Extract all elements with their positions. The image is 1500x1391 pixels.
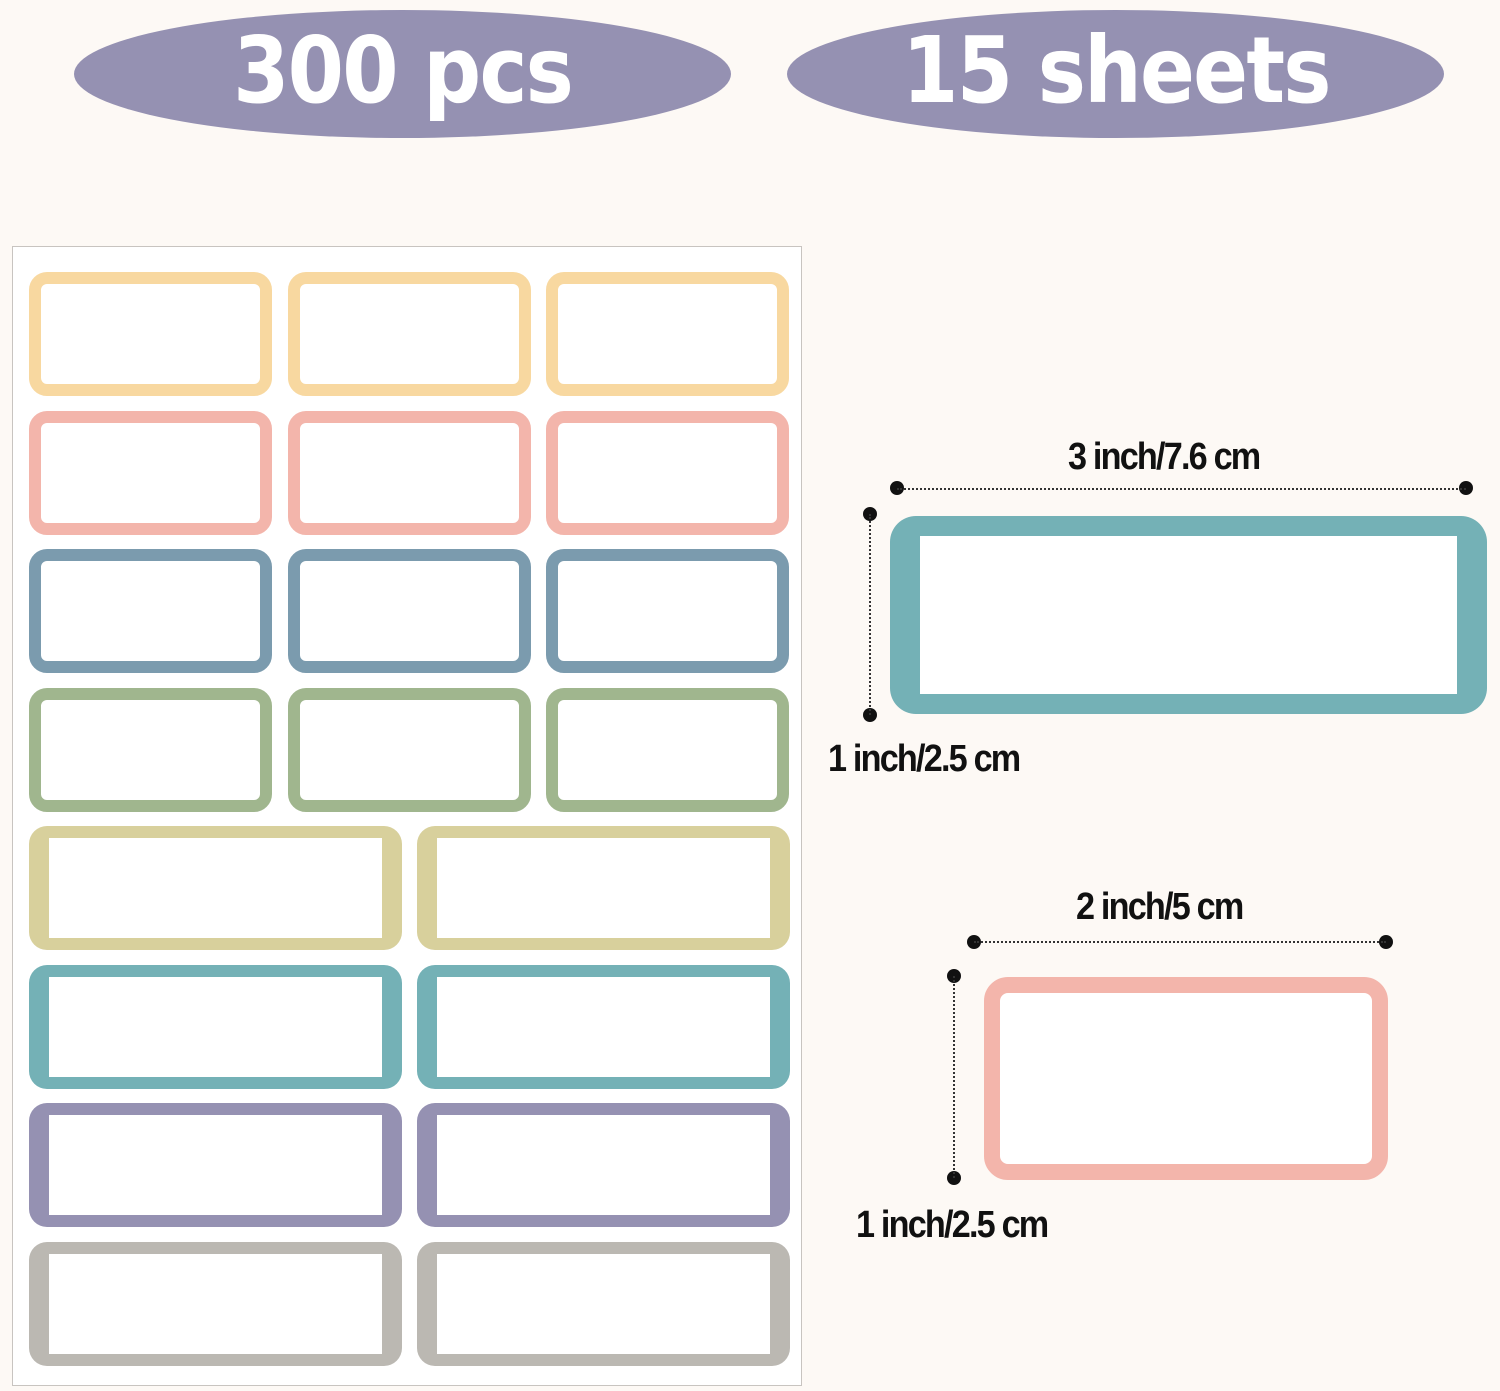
height-dotted-line	[869, 514, 871, 715]
sticker-label-teal	[29, 964, 402, 1089]
sticker-label-gray	[417, 1241, 790, 1366]
sticker-label-khaki	[417, 826, 790, 950]
sticker-label-blue	[287, 549, 531, 673]
sticker-label-yellow	[546, 272, 789, 396]
sticker-label-pink	[546, 410, 789, 535]
dimension-dot	[1459, 481, 1473, 495]
small-width-label: 2 inch/5 cm	[1076, 886, 1244, 928]
sticker-label-khaki	[29, 826, 402, 950]
sticker-label-yellow	[287, 272, 531, 396]
sticker-label-gray	[29, 1241, 402, 1366]
sticker-label-green	[546, 687, 789, 812]
dimension-dot	[1379, 935, 1393, 949]
small-label-sample	[984, 977, 1388, 1180]
label-sheet	[12, 246, 802, 1386]
sticker-label-pink	[29, 410, 272, 535]
count-badge-text: 300 pcs	[232, 17, 574, 124]
sticker-label-blue	[546, 549, 789, 673]
sticker-label-blue	[29, 549, 272, 673]
small-height-label: 1 inch/2.5 cm	[856, 1204, 1049, 1246]
width-dotted-line	[974, 941, 1386, 943]
height-dotted-line	[953, 976, 955, 1178]
sticker-label-purple	[29, 1103, 402, 1227]
sticker-label-purple	[417, 1103, 790, 1227]
sticker-label-yellow	[29, 272, 272, 396]
sticker-label-teal	[417, 964, 790, 1089]
dimension-dot	[863, 708, 877, 722]
width-dotted-line	[897, 488, 1466, 490]
large-width-label: 3 inch/7.6 cm	[1068, 436, 1261, 478]
sheets-badge-text: 15 sheets	[901, 17, 1331, 124]
sticker-label-green	[287, 687, 531, 812]
count-badge: 300 pcs	[74, 10, 731, 138]
dimension-dot	[947, 1171, 961, 1185]
sticker-label-pink	[287, 410, 531, 535]
sheets-badge: 15 sheets	[787, 10, 1444, 138]
large-label-sample	[890, 516, 1487, 714]
sticker-label-green	[29, 687, 272, 812]
large-height-label: 1 inch/2.5 cm	[828, 738, 1021, 780]
